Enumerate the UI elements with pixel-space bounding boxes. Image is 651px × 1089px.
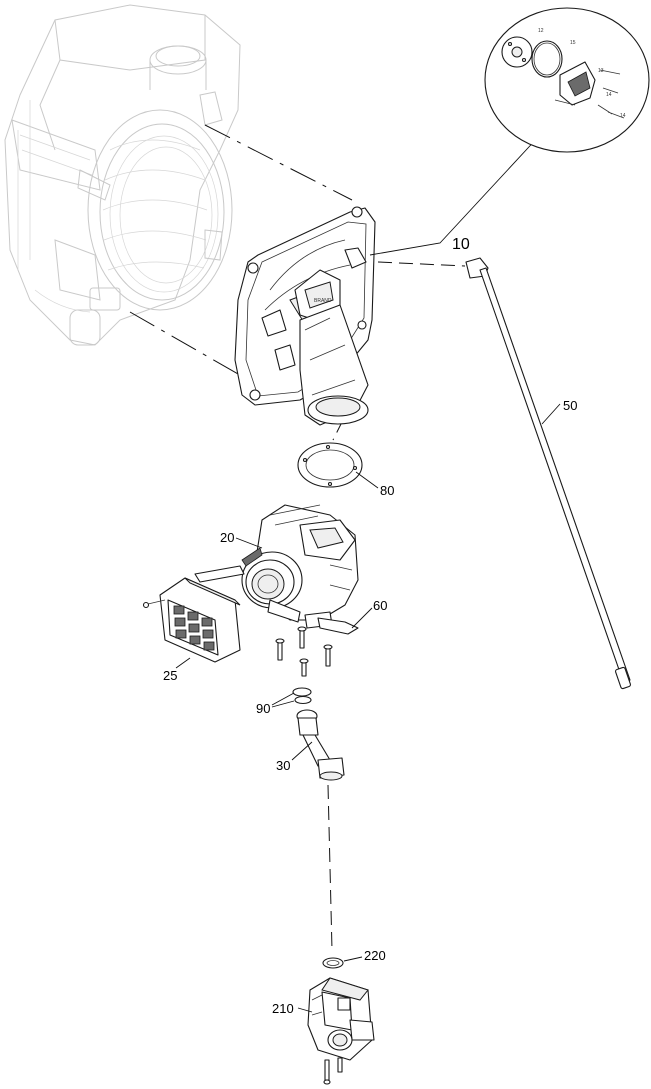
leader-50 [541,403,561,425]
fan-screws [275,626,333,677]
label-60: 60 [373,598,387,613]
label-90: 90 [256,701,270,716]
leader-60 [351,607,373,629]
leader-10 [369,134,541,256]
label-15: 15 [570,40,576,46]
label-14b: 14 [620,113,626,119]
part-80-gasket [297,442,363,488]
label-14a: 14 [606,92,612,98]
label-220: 220 [364,948,386,963]
part-25-filter-box [142,565,245,663]
leader-30 [291,741,313,761]
label-50: 50 [563,398,577,413]
leader-80 [355,471,379,489]
part-30-gas-pipe [296,709,345,781]
label-12: 12 [538,28,544,34]
alignment-line-upper [204,124,353,201]
part-210-gas-valve [307,977,375,1085]
alignment-line-sensor [377,261,466,267]
cover-brand-plate: BRAND [314,298,332,304]
part-60-bracket [317,617,359,635]
part-50-sensor-probe [465,257,631,690]
leader-210 [297,1007,313,1013]
part-10-burner-cover: BRAND [234,206,376,426]
alignment-line-lower [129,311,246,379]
part-20-fan [241,504,359,629]
detail-bubble-inset: 12 15 13 14 14 [484,7,650,153]
label-210: 210 [272,1001,294,1016]
label-13: 13 [598,68,604,74]
leader-25 [175,657,191,669]
part-90-orings [292,687,312,705]
label-80: 80 [380,483,394,498]
label-20: 20 [220,530,234,545]
leader-90 [271,692,295,708]
part-220-washer [322,957,344,969]
leader-220 [343,956,363,962]
alignment-line-gasvalve [327,784,333,951]
leader-20 [235,537,263,549]
label-25: 25 [163,668,177,683]
label-30: 30 [276,758,290,773]
heat-exchanger-ghost [4,4,241,346]
label-10: 10 [452,236,470,253]
